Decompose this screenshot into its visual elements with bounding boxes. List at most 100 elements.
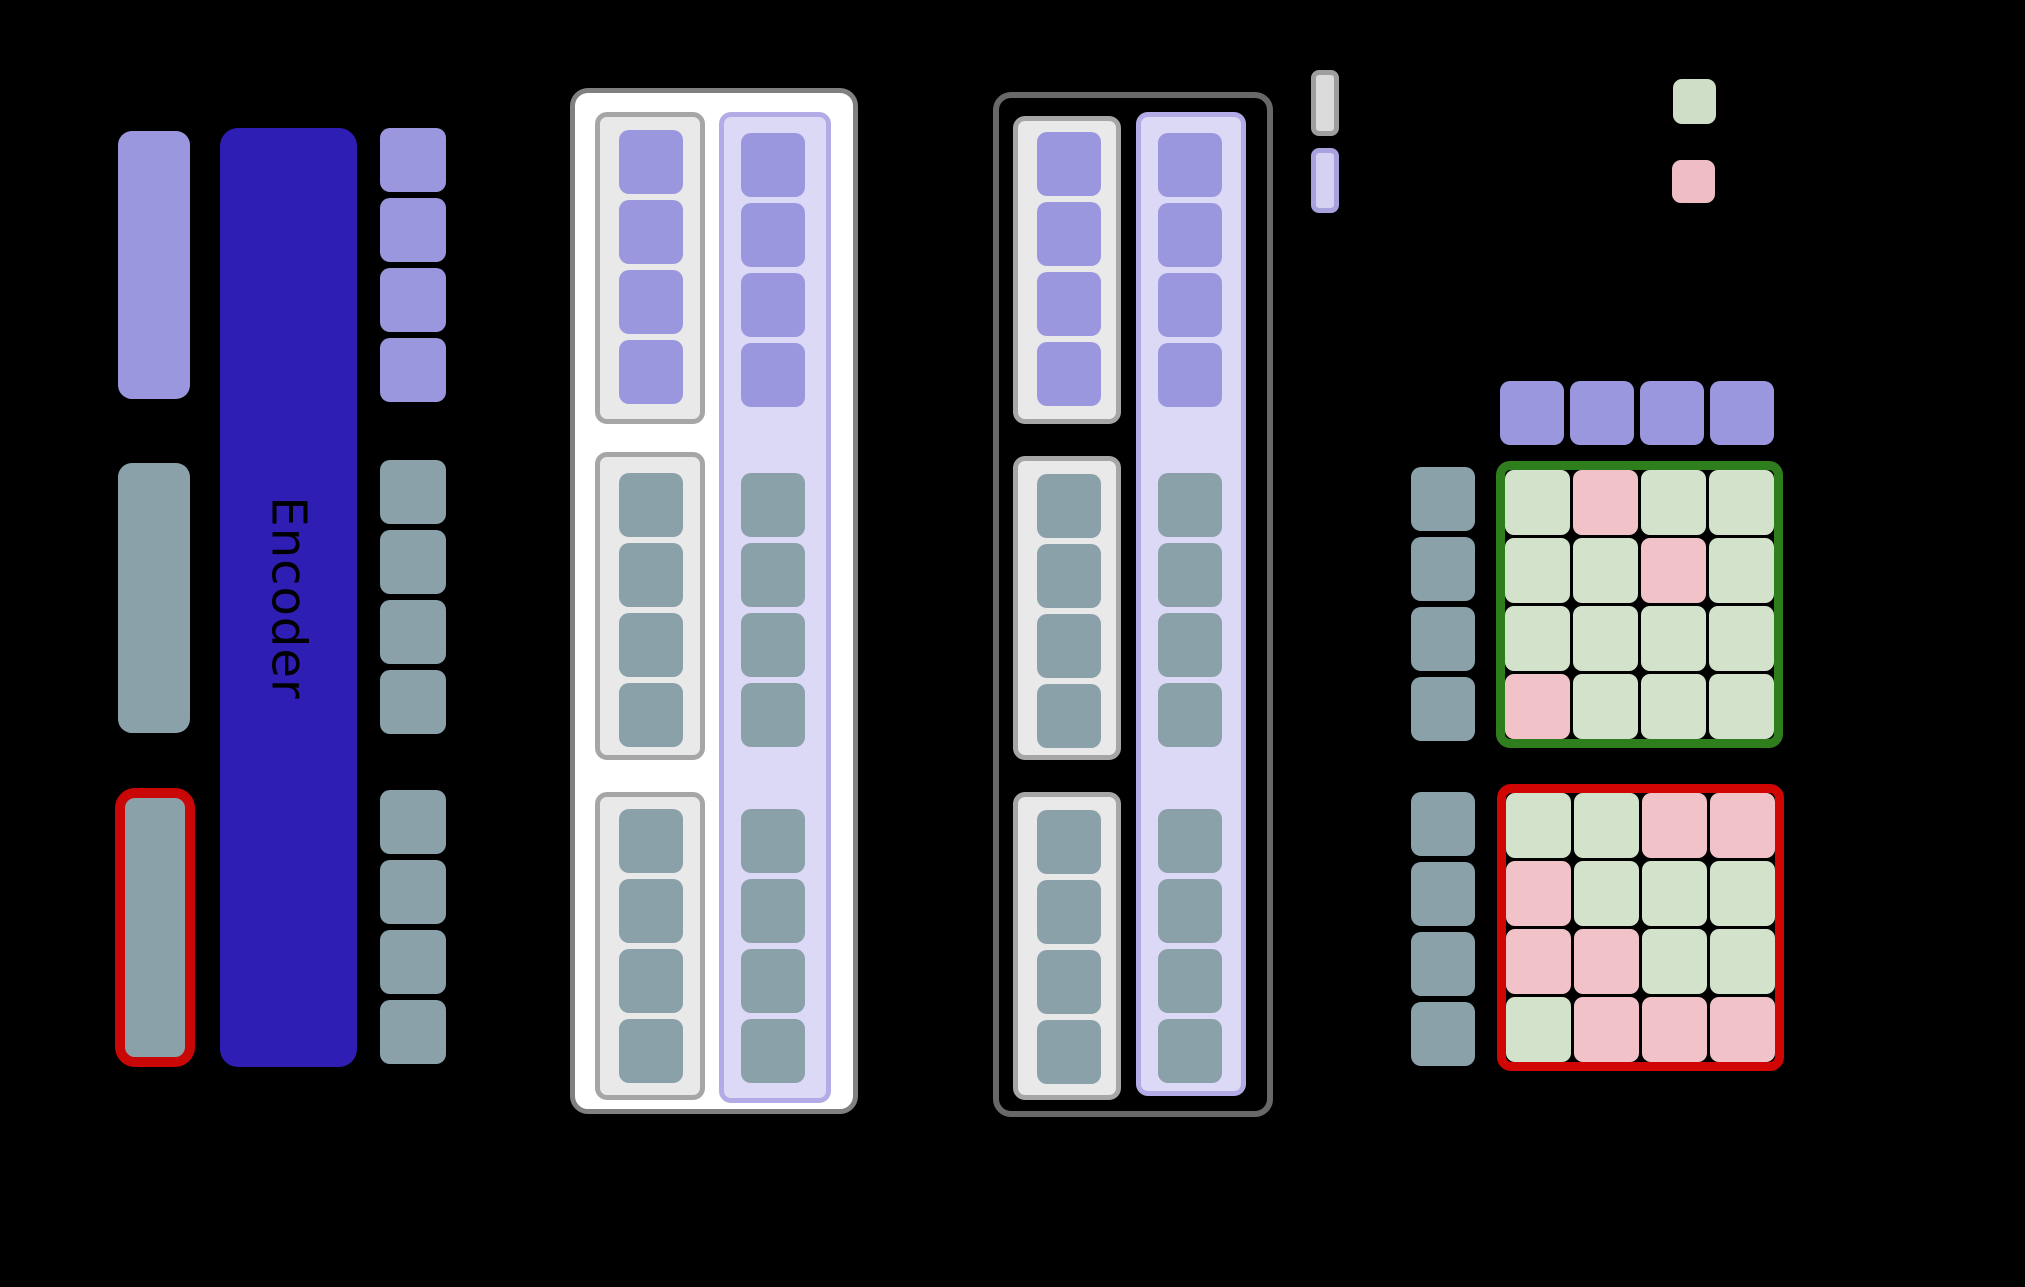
slate-token-square bbox=[1411, 1002, 1475, 1066]
outline-buffer-chunk3-squares bbox=[1037, 810, 1101, 1084]
matrix-cell-green bbox=[1574, 861, 1639, 926]
slate-token-square bbox=[1037, 880, 1101, 944]
slate-token-square bbox=[619, 613, 683, 677]
legend-pink-swatch bbox=[1672, 160, 1715, 203]
matrix-cell-green bbox=[1506, 997, 1571, 1062]
matrix-cell-pink bbox=[1506, 861, 1571, 926]
white-buffer-column-group2 bbox=[741, 473, 805, 747]
outline-buffer-chunk2-squares bbox=[1037, 474, 1101, 748]
matrix-cell-pink bbox=[1641, 538, 1706, 603]
purple-token-square bbox=[380, 128, 446, 192]
key-token-row bbox=[1500, 381, 1774, 445]
matrix-cell-pink bbox=[1574, 997, 1639, 1062]
slate-token-square bbox=[1037, 474, 1101, 538]
slate-token-square bbox=[619, 683, 683, 747]
matrix-cell-green bbox=[1505, 538, 1570, 603]
encoder-block: Encoder bbox=[220, 128, 357, 1067]
white-buffer-chunk2-squares bbox=[619, 473, 683, 747]
matrix-cell-green bbox=[1709, 606, 1774, 671]
white-buffer-chunk1-squares bbox=[619, 130, 683, 404]
slate-token-square bbox=[380, 1000, 446, 1064]
slate-token-square bbox=[1158, 473, 1222, 537]
matrix-cell-pink bbox=[1710, 997, 1775, 1062]
slate-token-square bbox=[1158, 613, 1222, 677]
matrix-cell-green bbox=[1642, 861, 1707, 926]
query-token-column-top bbox=[1411, 467, 1475, 741]
slate-token-square bbox=[741, 949, 805, 1013]
matrix-cell-pink bbox=[1505, 674, 1570, 739]
matrix-cell-green bbox=[1574, 793, 1639, 858]
slate-token-square bbox=[1411, 792, 1475, 856]
slate-token-square bbox=[380, 670, 446, 734]
purple-token-square bbox=[741, 203, 805, 267]
purple-token-square bbox=[1710, 381, 1774, 445]
matrix-cell-pink bbox=[1574, 929, 1639, 994]
purple-token-square bbox=[1037, 272, 1101, 336]
slate-token-square bbox=[741, 1019, 805, 1083]
outline-buffer-column-group3 bbox=[1158, 809, 1222, 1083]
token-column-hidden bbox=[380, 460, 446, 734]
attention-matrix-red bbox=[1497, 784, 1784, 1071]
purple-token-square bbox=[380, 338, 446, 402]
matrix-cell-pink bbox=[1573, 470, 1638, 535]
slate-token-square bbox=[1037, 950, 1101, 1014]
slate-token-square bbox=[741, 543, 805, 607]
outline-buffer-chunk1-squares bbox=[1037, 132, 1101, 406]
purple-token-square bbox=[619, 270, 683, 334]
purple-token-square bbox=[741, 273, 805, 337]
matrix-cell-green bbox=[1642, 929, 1707, 994]
purple-token-square bbox=[619, 130, 683, 194]
white-buffer-column-group1 bbox=[741, 133, 805, 407]
matrix-cell-green bbox=[1641, 674, 1706, 739]
matrix-cell-green bbox=[1709, 470, 1774, 535]
matrix-cell-pink bbox=[1642, 997, 1707, 1062]
purple-token-square bbox=[380, 268, 446, 332]
selected-hidden-state-bar bbox=[115, 788, 195, 1067]
slate-token-square bbox=[1411, 862, 1475, 926]
token-column-input bbox=[380, 128, 446, 402]
purple-token-square bbox=[1640, 381, 1704, 445]
matrix-cell-green bbox=[1573, 606, 1638, 671]
slate-token-square bbox=[1158, 809, 1222, 873]
slate-token-square bbox=[619, 543, 683, 607]
slate-token-square bbox=[1411, 537, 1475, 601]
matrix-cell-green bbox=[1505, 470, 1570, 535]
purple-token-square bbox=[1158, 343, 1222, 407]
slate-token-square bbox=[380, 530, 446, 594]
matrix-cell-pink bbox=[1710, 793, 1775, 858]
white-buffer-chunk3-squares bbox=[619, 809, 683, 1083]
attention-matrix-green bbox=[1496, 461, 1783, 748]
mini-swatch-lavender bbox=[1311, 148, 1339, 213]
matrix-cell-green bbox=[1506, 793, 1571, 858]
outline-buffer-container bbox=[993, 92, 1273, 1117]
slate-token-square bbox=[380, 860, 446, 924]
slate-token-square bbox=[741, 473, 805, 537]
matrix-cell-green bbox=[1709, 674, 1774, 739]
slate-token-square bbox=[1037, 810, 1101, 874]
matrix-cell-green bbox=[1710, 861, 1775, 926]
slate-token-square bbox=[1411, 677, 1475, 741]
purple-token-square bbox=[741, 343, 805, 407]
hidden-state-bar bbox=[118, 463, 190, 733]
legend-green-swatch bbox=[1673, 79, 1716, 124]
slate-token-square bbox=[380, 460, 446, 524]
matrix-cell-green bbox=[1505, 606, 1570, 671]
purple-token-square bbox=[619, 200, 683, 264]
slate-token-square bbox=[619, 473, 683, 537]
purple-token-square bbox=[1500, 381, 1564, 445]
slate-token-square bbox=[1411, 607, 1475, 671]
purple-token-square bbox=[1037, 202, 1101, 266]
purple-token-square bbox=[380, 198, 446, 262]
slate-token-square bbox=[741, 809, 805, 873]
purple-token-square bbox=[1570, 381, 1634, 445]
purple-token-square bbox=[1158, 203, 1222, 267]
slate-token-square bbox=[1158, 543, 1222, 607]
outline-buffer-column-group2 bbox=[1158, 473, 1222, 747]
slate-token-square bbox=[741, 683, 805, 747]
matrix-cell-green bbox=[1641, 470, 1706, 535]
purple-token-square bbox=[1158, 273, 1222, 337]
purple-token-square bbox=[1037, 342, 1101, 406]
query-token-column-bottom bbox=[1411, 792, 1475, 1066]
slate-token-square bbox=[741, 613, 805, 677]
